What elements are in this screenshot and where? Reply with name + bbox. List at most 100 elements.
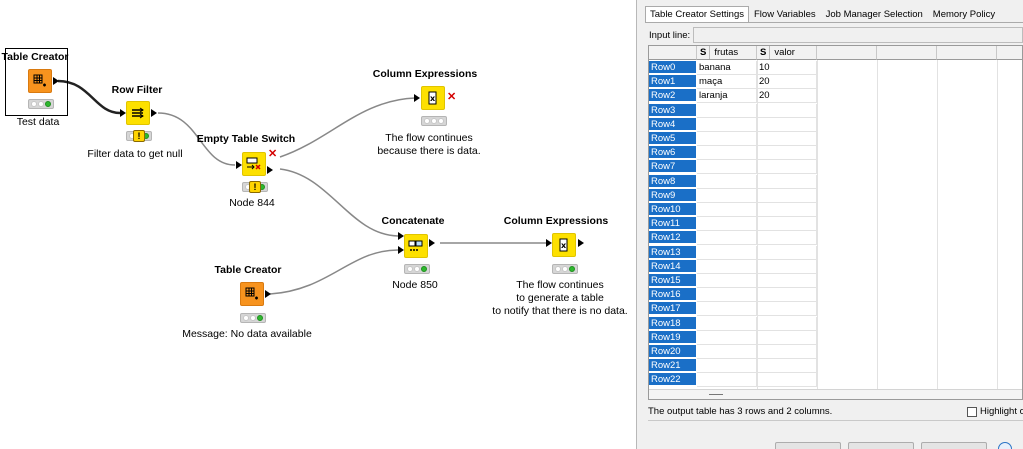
checkbox-box[interactable]: [967, 406, 977, 417]
row-header[interactable]: Row18: [649, 316, 696, 330]
input-port[interactable]: [414, 94, 420, 102]
table-cell[interactable]: [697, 373, 757, 388]
table-cell[interactable]: [757, 288, 817, 303]
row-header[interactable]: Row4: [649, 117, 696, 131]
row-header[interactable]: Row5: [649, 132, 696, 145]
table-cell[interactable]: maça: [697, 75, 757, 90]
row-header[interactable]: Row22: [649, 373, 696, 387]
table-cell[interactable]: [697, 288, 757, 303]
highlight-output-checkbox[interactable]: Highlight out: [967, 406, 1023, 417]
row-header[interactable]: Row14: [649, 259, 696, 273]
scroll-grip[interactable]: [709, 394, 723, 395]
row-header[interactable]: Row19: [649, 330, 696, 344]
horizontal-scrollbar[interactable]: [649, 389, 1022, 399]
column-header-empty[interactable]: [817, 46, 877, 60]
output-port[interactable]: [151, 109, 157, 117]
table-cell[interactable]: [757, 330, 817, 345]
table-cell[interactable]: [757, 302, 817, 317]
table-cell[interactable]: [697, 359, 757, 374]
row-header[interactable]: Row2: [649, 89, 696, 103]
table-cell[interactable]: 20: [757, 75, 817, 90]
ok-button[interactable]: [775, 442, 841, 449]
table-cell[interactable]: banana: [697, 61, 757, 75]
table-cell[interactable]: [757, 217, 817, 232]
output-port[interactable]: [267, 166, 273, 174]
row-header[interactable]: Row6: [649, 146, 696, 160]
table-creator-node-2[interactable]: [240, 282, 264, 306]
table-cell[interactable]: [697, 117, 757, 132]
column-header-empty[interactable]: [997, 46, 1022, 60]
input-port[interactable]: [236, 161, 242, 169]
table-cell[interactable]: [757, 203, 817, 217]
table-cell[interactable]: [697, 132, 757, 146]
table-cell[interactable]: [757, 373, 817, 388]
row-header[interactable]: Row9: [649, 188, 696, 202]
apply-button[interactable]: [848, 442, 914, 449]
table-cell[interactable]: [697, 146, 757, 161]
table-cell[interactable]: [697, 259, 757, 274]
table-cell[interactable]: [697, 302, 757, 317]
cancel-button[interactable]: [921, 442, 987, 449]
concatenate-node[interactable]: [404, 234, 428, 258]
table-cell[interactable]: [697, 188, 757, 203]
output-port[interactable]: [578, 239, 584, 247]
table-cell[interactable]: [757, 231, 817, 246]
table-cell[interactable]: [697, 103, 757, 118]
column-header-empty[interactable]: [877, 46, 937, 60]
table-cell[interactable]: [697, 330, 757, 345]
row-header[interactable]: Row3: [649, 103, 696, 117]
input-port[interactable]: [398, 232, 404, 240]
table-cell[interactable]: [757, 259, 817, 274]
row-header[interactable]: Row1: [649, 75, 696, 89]
table-cell[interactable]: 10: [757, 61, 817, 75]
table-cell[interactable]: [757, 359, 817, 374]
table-cell[interactable]: [757, 174, 817, 189]
row-header[interactable]: Row21: [649, 359, 696, 373]
table-cell[interactable]: [697, 245, 757, 260]
row-header[interactable]: Row13: [649, 245, 696, 259]
input-port[interactable]: [546, 239, 552, 247]
input-line-field[interactable]: [693, 27, 1023, 43]
column-expressions-node-2[interactable]: x: [552, 233, 576, 257]
table-cell[interactable]: [757, 345, 817, 359]
row-header[interactable]: Row7: [649, 160, 696, 174]
table-cell[interactable]: [757, 274, 817, 288]
row-filter-node[interactable]: [126, 101, 150, 125]
table-cell[interactable]: [697, 160, 757, 175]
help-icon[interactable]: [998, 442, 1012, 449]
row-header[interactable]: Row10: [649, 203, 696, 216]
table-cell[interactable]: [697, 217, 757, 232]
row-header[interactable]: Row20: [649, 345, 696, 358]
column-header-empty[interactable]: [937, 46, 997, 60]
tab-flow-variables[interactable]: Flow Variables: [754, 9, 816, 20]
table-cell[interactable]: laranja: [697, 89, 757, 104]
table-cell[interactable]: [757, 103, 817, 118]
table-cell[interactable]: [757, 132, 817, 146]
column-expressions-node-1[interactable]: x: [421, 86, 445, 110]
table-cell[interactable]: [757, 245, 817, 260]
table-cell[interactable]: [757, 160, 817, 175]
output-port[interactable]: [429, 239, 435, 247]
row-header[interactable]: Row8: [649, 174, 696, 188]
table-cell[interactable]: [697, 345, 757, 359]
table-cell[interactable]: [697, 174, 757, 189]
row-header[interactable]: Row0: [649, 61, 696, 74]
row-header[interactable]: Row16: [649, 288, 696, 302]
table-cell[interactable]: [697, 203, 757, 217]
table-cell[interactable]: [697, 316, 757, 331]
table-cell[interactable]: [757, 146, 817, 161]
row-header[interactable]: Row17: [649, 302, 696, 316]
input-port[interactable]: [120, 109, 126, 117]
input-port[interactable]: [398, 246, 404, 254]
table-cell[interactable]: 20: [757, 89, 817, 104]
tab-table-creator-settings[interactable]: Table Creator Settings: [645, 6, 749, 23]
workflow-canvas[interactable]: Table Creator Test data Row Filter ! Fil…: [0, 0, 636, 449]
table-cell[interactable]: [697, 274, 757, 288]
tab-memory-policy[interactable]: Memory Policy: [932, 9, 996, 20]
table-cell[interactable]: [757, 117, 817, 132]
empty-table-switch-node[interactable]: [242, 152, 266, 176]
row-header[interactable]: Row15: [649, 274, 696, 287]
